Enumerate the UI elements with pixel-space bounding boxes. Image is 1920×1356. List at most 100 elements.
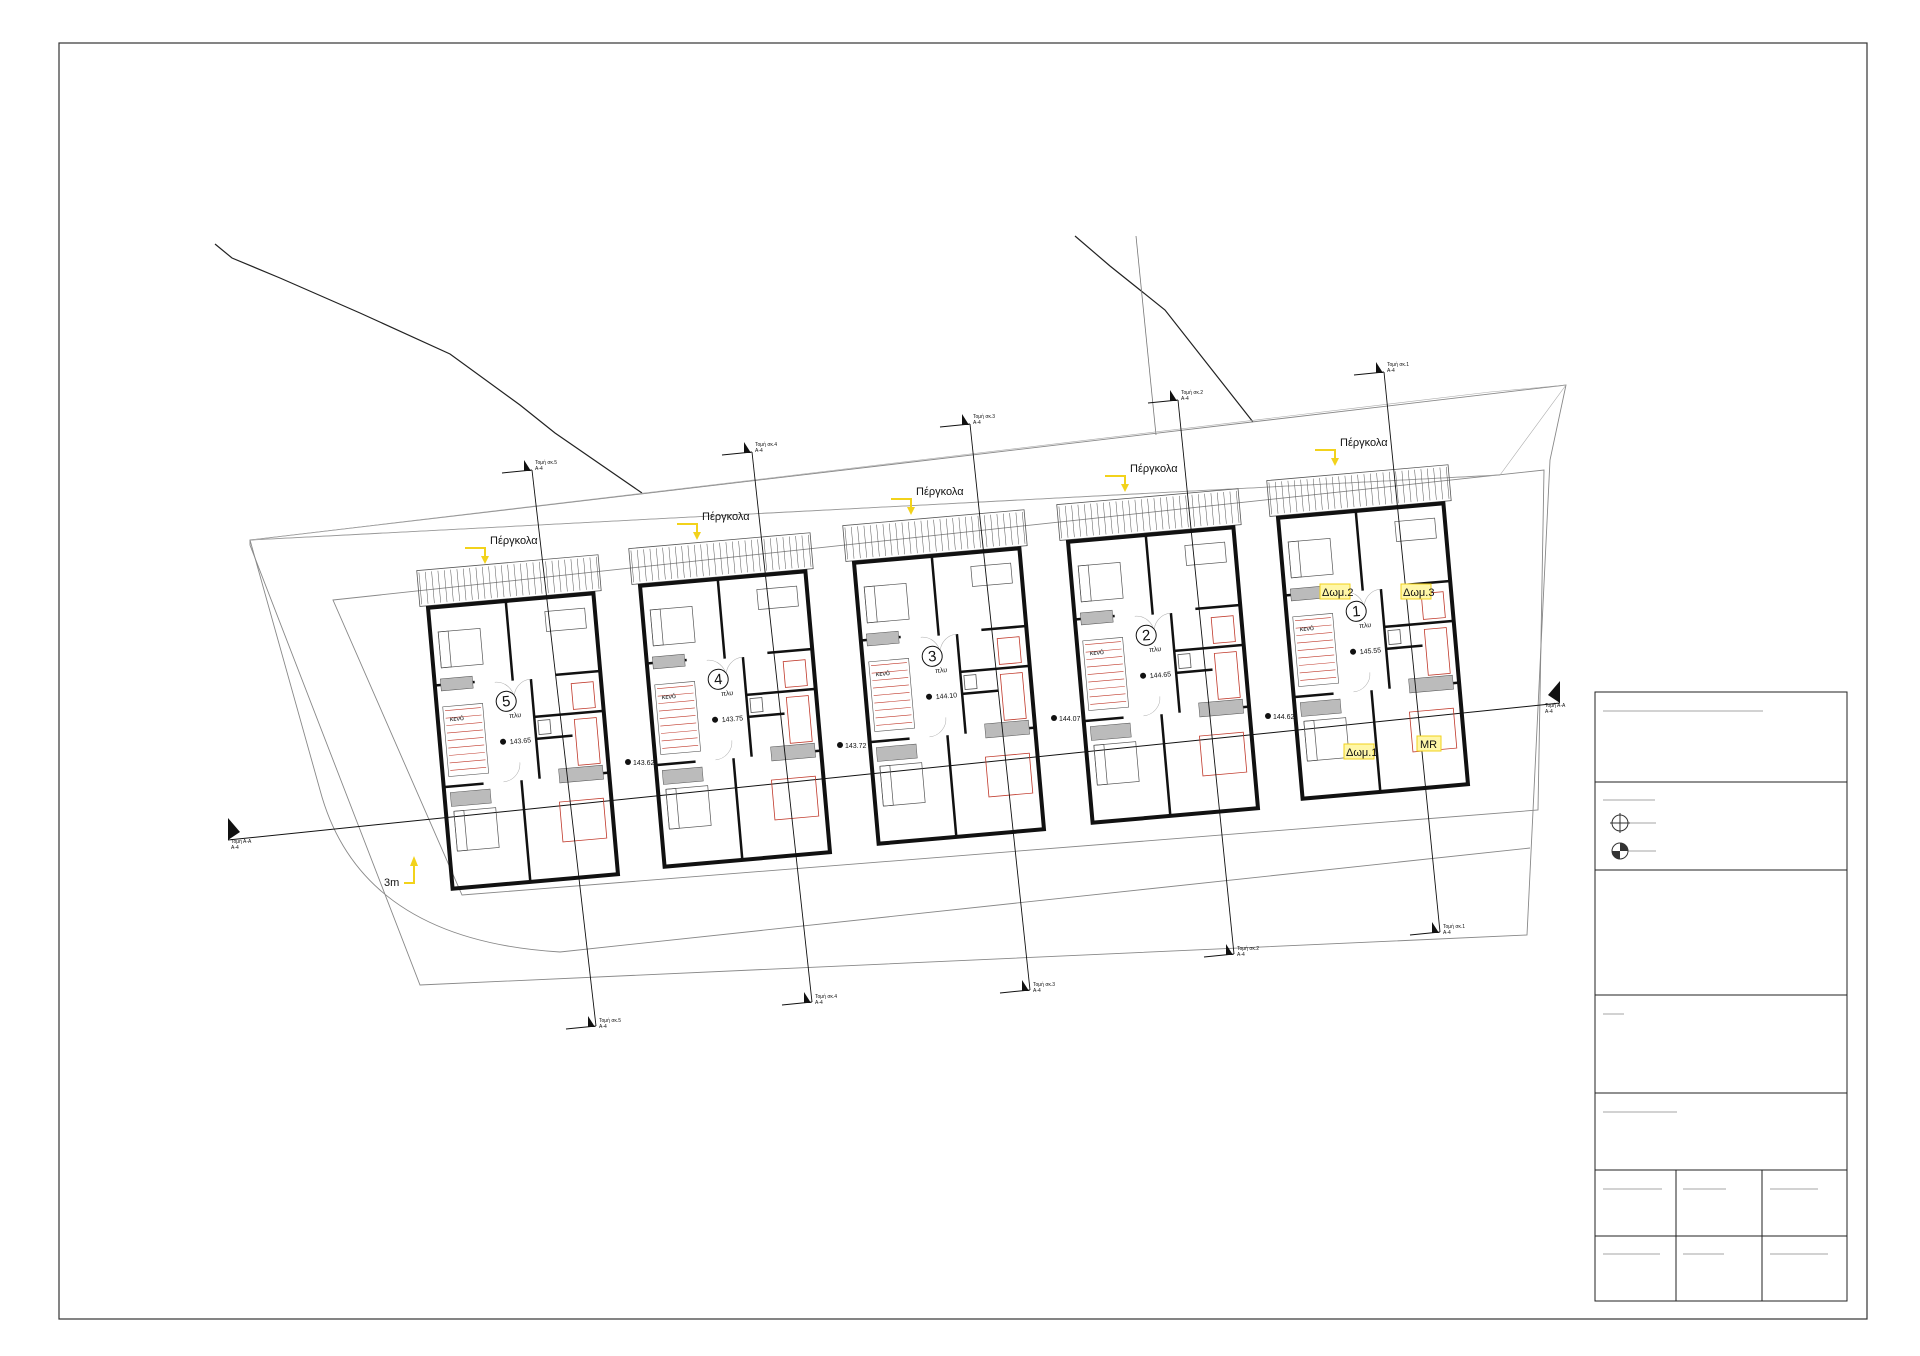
stairs xyxy=(654,681,701,755)
room-labels: Δωμ.2 Δωμ.3 Δωμ.1 MR xyxy=(1319,583,1442,760)
section-sheet-bottom: Α-4 xyxy=(1033,988,1041,994)
stairs xyxy=(1082,637,1129,711)
section-aa-label-left: Τομή Α-Α xyxy=(231,838,252,845)
setback-annotation: 3m xyxy=(384,856,418,889)
room-label-bedroom-3: Δωμ.3 xyxy=(1403,587,1434,599)
sheet-ref-left: Α-4 xyxy=(231,845,239,851)
terrain-contour-left xyxy=(214,243,643,494)
corridor-tag: πλυ xyxy=(1149,646,1162,654)
pergola-label: Πέργκολα xyxy=(702,511,750,523)
section-label-top: Τομή σκ.2 xyxy=(1181,389,1203,396)
sheet-border xyxy=(58,42,1868,1320)
void-tag: κενό xyxy=(1089,648,1104,657)
ground-level-label: 144.62 xyxy=(1273,714,1295,721)
furniture xyxy=(437,607,587,852)
section-sheet-top: Α-4 xyxy=(973,420,981,426)
pergola-label: Πέργκολα xyxy=(1340,437,1388,449)
section-sheet-top: Α-4 xyxy=(755,448,763,454)
unit-number-circle xyxy=(495,690,517,712)
corridor-tag: πλυ xyxy=(721,690,734,698)
void-tag: κενό xyxy=(1299,624,1314,633)
furniture xyxy=(1077,541,1227,786)
floor-level: 145.55 xyxy=(1360,647,1382,656)
pergola xyxy=(416,554,602,607)
pergola-callout: Πέργκολα xyxy=(1315,437,1388,466)
pergola-label: Πέργκολα xyxy=(1130,463,1178,475)
ground-level-label: 143.62 xyxy=(633,760,655,767)
pergola xyxy=(1056,488,1242,541)
unit-2: 2 κενό πλυ 144.65 xyxy=(1056,488,1261,825)
unit-outline xyxy=(1275,501,1471,801)
pergola-callout: Πέργκολα xyxy=(891,486,964,515)
stairs xyxy=(868,658,915,732)
section-label-bottom: Τομή σκ.3 xyxy=(1033,981,1055,988)
unit-number-circle xyxy=(1135,624,1157,646)
room-label-bedroom-2: Δωμ.2 xyxy=(1322,587,1353,599)
section-sheet-bottom: Α-4 xyxy=(599,1024,607,1030)
bathroom xyxy=(1177,615,1248,777)
pergola-callout: Πέργκολα xyxy=(677,511,750,540)
unit-number: 3 xyxy=(927,648,937,666)
crosshair-icon xyxy=(1610,813,1630,833)
corridor-tag: πλυ xyxy=(1359,622,1372,630)
title-block xyxy=(1594,691,1848,1302)
section-sheet-bottom: Α-4 xyxy=(815,1000,823,1006)
floor-level: 143.65 xyxy=(510,737,532,746)
unit-outline xyxy=(425,591,621,891)
partitions xyxy=(434,600,610,883)
pergola xyxy=(842,509,1028,562)
stairs xyxy=(442,703,489,777)
pergola-label: Πέργκολα xyxy=(490,535,538,547)
site-lines xyxy=(214,235,1567,986)
unit-number-circle xyxy=(921,645,943,667)
stairs xyxy=(1292,613,1339,687)
section-sheet-top: Α-4 xyxy=(1181,396,1189,402)
unit-outline xyxy=(637,569,833,869)
ground-level-label: 144.07 xyxy=(1059,716,1081,723)
unit-outline xyxy=(851,546,1047,846)
section-label-bottom: Τομή σκ.1 xyxy=(1443,923,1465,930)
building-envelope xyxy=(332,469,1545,896)
furniture xyxy=(1287,517,1437,762)
floor-level: 144.65 xyxy=(1150,671,1172,680)
unit-number-circle xyxy=(707,668,729,690)
sheet-ref-right: Α-4 xyxy=(1545,709,1553,715)
unit-outline xyxy=(1065,525,1261,825)
unit-number: 2 xyxy=(1141,627,1151,645)
plot-boundary-curve xyxy=(249,539,1531,953)
floor-level: 144.10 xyxy=(936,692,958,701)
floor-level: 143.75 xyxy=(722,715,744,724)
section-sheet-top: Α-4 xyxy=(1387,368,1395,374)
bathroom xyxy=(1387,591,1458,753)
unit-number: 5 xyxy=(501,693,511,711)
pergola-callout: Πέργκολα xyxy=(1105,463,1178,492)
ground-level-markers: 143.62 143.72 144.07 144.62 xyxy=(625,713,1295,767)
bathroom xyxy=(749,659,820,821)
corridor-tag: πλυ xyxy=(509,712,522,720)
corridor-tag: πλυ xyxy=(935,667,948,675)
setback-label: 3m xyxy=(384,877,399,889)
section-label-top: Τομή σκ.5 xyxy=(535,459,557,466)
unit-number-circle xyxy=(1345,600,1367,622)
furniture xyxy=(649,585,799,830)
furniture xyxy=(863,562,1013,807)
void-tag: κενό xyxy=(661,692,676,701)
section-sheet-top: Α-4 xyxy=(535,466,543,472)
room-label-mr: MR xyxy=(1420,739,1437,751)
bathroom xyxy=(963,636,1034,798)
section-label-top: Τομή σκ.1 xyxy=(1387,361,1409,368)
pergola-label: Πέργκολα xyxy=(916,486,964,498)
half-filled-circle-icon xyxy=(1611,842,1629,860)
section-label-top: Τομή σκ.4 xyxy=(755,441,777,448)
section-line-aa: Τομή Α-Α Α-4 Τομή Α-Α Α-4 xyxy=(227,681,1566,851)
ground-level-label: 143.72 xyxy=(845,743,867,750)
